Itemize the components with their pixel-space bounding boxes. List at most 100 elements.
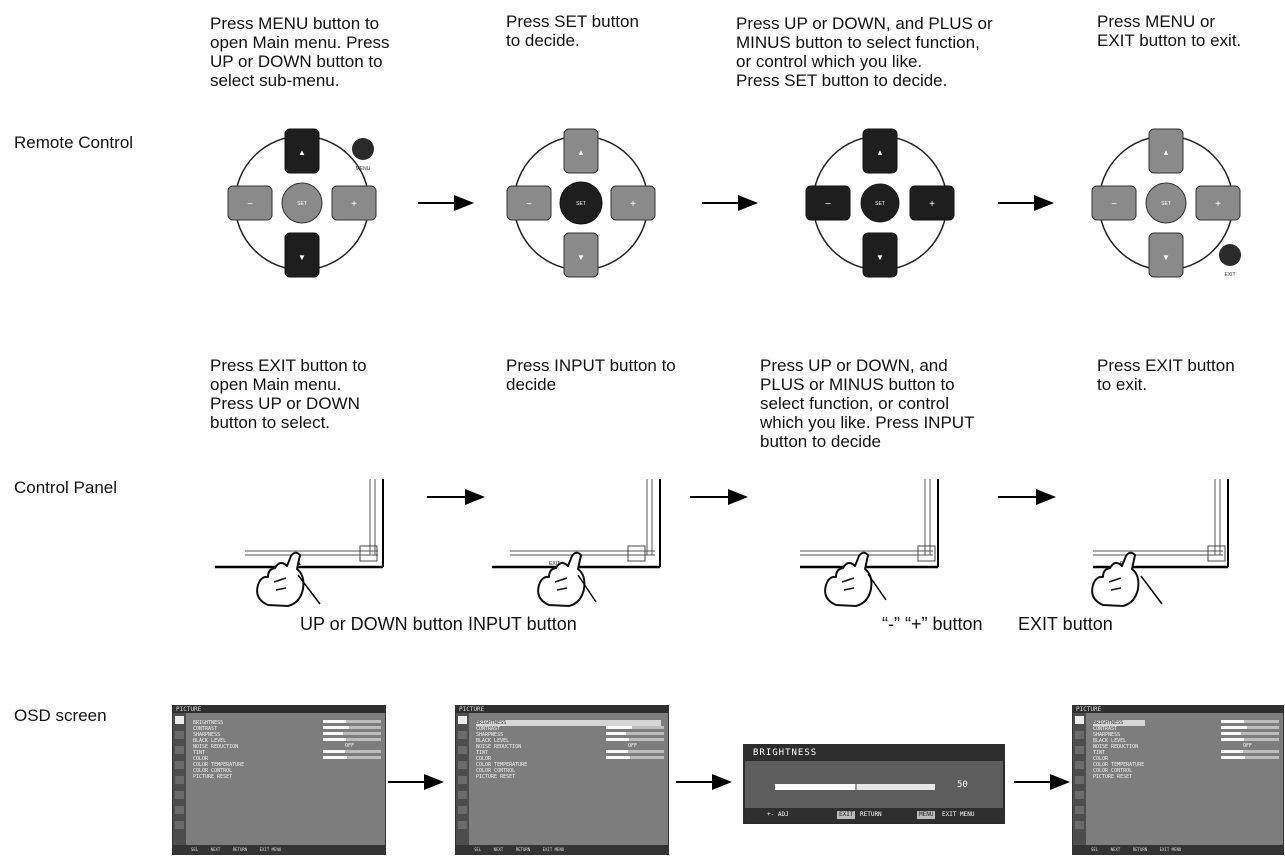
plus-icon: +	[1215, 199, 1221, 210]
remote-exit-button[interactable]	[1219, 244, 1241, 266]
remote-up-button[interactable]	[284, 128, 320, 174]
remote-set-button[interactable]	[281, 182, 323, 224]
panel-step-1-text: Press EXIT button to open Main menu. Pre…	[210, 356, 367, 432]
osd-item-black-level[interactable]: BLACK LEVEL	[476, 738, 510, 744]
osd-item-color-temperature[interactable]: COLOR TEMPERATURE	[1093, 762, 1145, 768]
remote-plus-button[interactable]	[331, 185, 377, 221]
osd-item-contrast[interactable]: CONTRAST	[476, 726, 501, 732]
remote-minus-button[interactable]	[805, 185, 851, 221]
osd-item-tint[interactable]: TINT	[1093, 750, 1106, 756]
remote-pad-2: ▲ ▼ − + SET	[506, 128, 656, 278]
osd-item-sharpness[interactable]: SHARPNESS	[476, 732, 504, 738]
down-arrow-icon: ▼	[1162, 253, 1170, 262]
osd-item-color-temperature[interactable]: COLOR TEMPERATURE	[476, 762, 528, 768]
remote-menu-button[interactable]	[352, 138, 374, 160]
noise-value: OFF	[345, 743, 355, 749]
osd-item-sharpness[interactable]: SHARPNESS	[193, 732, 221, 738]
osd-footer: SEL NEXT RETURN EXIT MENU	[173, 845, 385, 854]
osd-screen-2: PICTURE BRIGHTNESS CONTRAST SHARPNESS BL…	[455, 705, 669, 855]
minus-icon: −	[1111, 199, 1117, 210]
osd-item-color-control[interactable]: COLOR CONTROL	[193, 768, 233, 774]
panel-input-mark: EXIT	[549, 561, 560, 567]
menu-icon	[1075, 806, 1084, 814]
remote-down-button[interactable]	[563, 232, 599, 278]
osd-sidebar	[1073, 713, 1086, 845]
control-panel-3: −+	[800, 479, 939, 569]
osd-item-color[interactable]: COLOR	[1093, 756, 1109, 762]
osd-item-tint[interactable]: TINT	[193, 750, 206, 756]
minus-icon: −	[526, 199, 532, 210]
osd-value-bars: OFF	[606, 726, 664, 762]
caption-exit-button: EXIT button	[1018, 614, 1113, 634]
menu-icon	[175, 731, 184, 739]
osd-item-noise-reduction[interactable]: NOISE REDUCTION	[476, 744, 522, 750]
plus-icon: +	[630, 199, 636, 210]
remote-up-button[interactable]	[1148, 128, 1184, 174]
remote-step-3-text: Press UP or DOWN, and PLUS or MINUS butt…	[736, 14, 993, 90]
menu-icon	[458, 821, 467, 829]
osd-header: PICTURE	[173, 706, 385, 713]
up-arrow-icon: ▲	[876, 148, 884, 157]
osd-item-color[interactable]: COLOR	[476, 756, 492, 762]
osd-item-contrast[interactable]: CONTRAST	[1093, 726, 1118, 732]
menu-icon	[175, 821, 184, 829]
menu-icon	[458, 761, 467, 769]
brightness-popup-footer: +- ADJ EXIT RETURN MENU EXIT MENU	[745, 808, 1003, 822]
osd-item-color-control[interactable]: COLOR CONTROL	[476, 768, 516, 774]
remote-plus-button[interactable]	[610, 185, 656, 221]
brightness-slider[interactable]	[775, 784, 935, 790]
osd-item-color[interactable]: COLOR	[193, 756, 209, 762]
osd-item-black-level[interactable]: BLACK LEVEL	[193, 738, 227, 744]
osd-item-tint[interactable]: TINT	[476, 750, 489, 756]
svg-text:SET: SET	[297, 201, 307, 207]
menu-key-icon: MENU	[917, 811, 936, 819]
remote-set-button[interactable]	[859, 182, 901, 224]
minus-icon: −	[825, 199, 831, 210]
noise-value: OFF	[628, 743, 638, 749]
hand-icon	[256, 551, 305, 607]
osd-item-noise-reduction[interactable]: NOISE REDUCTION	[1093, 744, 1139, 750]
remote-set-button[interactable]	[1145, 182, 1187, 224]
remote-down-button[interactable]	[1148, 232, 1184, 278]
osd-item-picture-reset[interactable]: PICTURE RESET	[193, 774, 233, 780]
remote-up-button[interactable]	[563, 128, 599, 174]
remote-plus-button[interactable]	[909, 185, 955, 221]
noise-value: OFF	[1243, 743, 1253, 749]
remote-down-button[interactable]	[284, 232, 320, 278]
svg-text:SET: SET	[576, 201, 586, 207]
osd-item-brightness[interactable]: BRIGHTNESS	[1093, 720, 1145, 726]
menu-icon	[1075, 761, 1084, 769]
exit-key-icon: EXIT	[837, 811, 856, 819]
return-hint: RETURN	[860, 811, 882, 818]
remote-pad-4: ▲ ▼ − + SET EXIT	[1091, 128, 1241, 278]
remote-set-button[interactable]	[559, 181, 603, 225]
osd-footer: SEL NEXT RETURN EXIT MENU	[456, 845, 668, 854]
osd-item-picture-reset[interactable]: PICTURE RESET	[1093, 774, 1133, 780]
row-label-panel: Control Panel	[14, 478, 118, 497]
remote-down-button[interactable]	[862, 232, 898, 278]
remote-minus-button[interactable]	[1091, 185, 1137, 221]
remote-plus-button[interactable]	[1195, 185, 1241, 221]
osd-item-brightness[interactable]: BRIGHTNESS	[476, 720, 661, 726]
adj-hint: +- ADJ	[767, 811, 789, 818]
osd-item-black-level[interactable]: BLACK LEVEL	[1093, 738, 1127, 744]
hand-icon	[1091, 551, 1140, 607]
osd-item-color-control[interactable]: COLOR CONTROL	[1093, 768, 1133, 774]
plus-icon: +	[351, 199, 357, 210]
osd-item-noise-reduction[interactable]: NOISE REDUCTION	[193, 744, 239, 750]
osd-item-contrast[interactable]: CONTRAST	[193, 726, 218, 732]
osd-item-color-temperature[interactable]: COLOR TEMPERATURE	[193, 762, 245, 768]
remote-minus-button[interactable]	[227, 185, 273, 221]
osd-item-picture-reset[interactable]: PICTURE RESET	[476, 774, 516, 780]
remote-up-button[interactable]	[862, 128, 898, 174]
osd-item-sharpness[interactable]: SHARPNESS	[1093, 732, 1121, 738]
menu-icon	[175, 746, 184, 754]
osd-sidebar	[456, 713, 469, 845]
remote-minus-button[interactable]	[506, 185, 552, 221]
caption-input-button: INPUT button	[468, 614, 577, 634]
osd-footer: SEL NEXT RETURN EXIT MENU	[1073, 845, 1283, 854]
osd-item-brightness[interactable]: BRIGHTNESS	[193, 720, 224, 726]
caption-minus-plus-button: “-” “+” button	[882, 614, 983, 634]
hand-icon	[537, 551, 586, 607]
pointer-line	[577, 574, 597, 603]
